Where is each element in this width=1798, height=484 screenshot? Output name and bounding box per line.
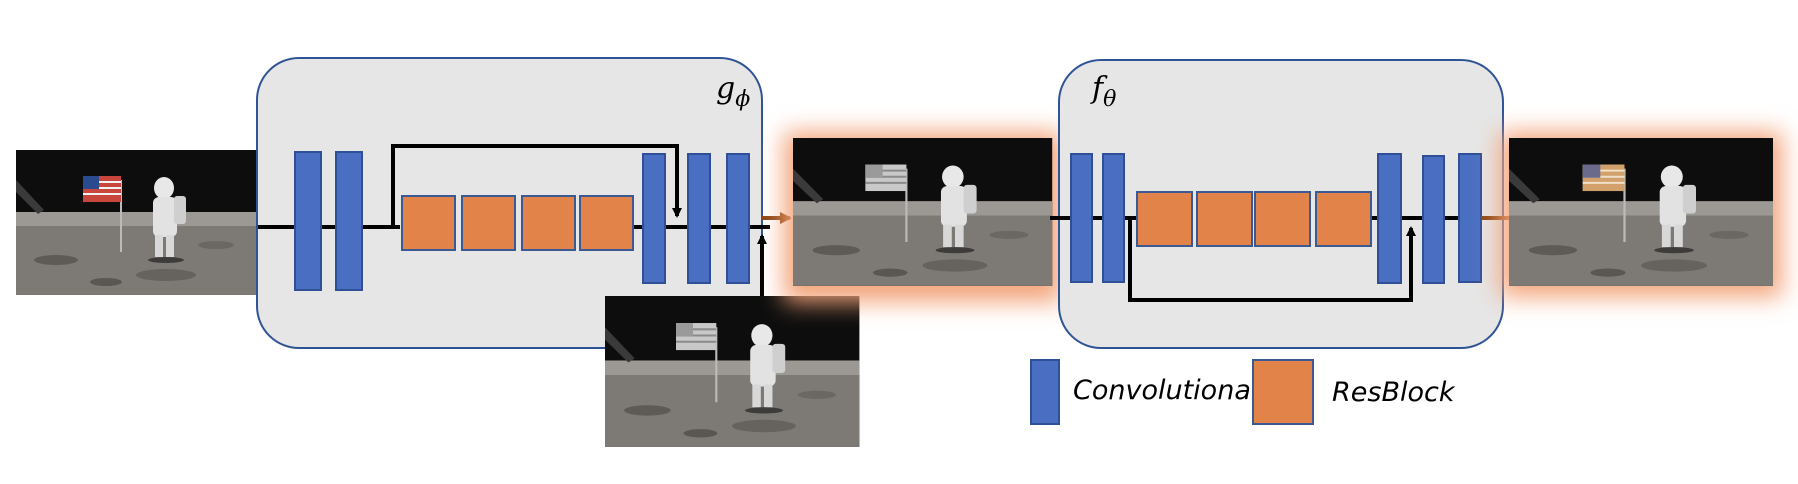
- legend-conv-label: Convolutional: [1073, 375, 1259, 406]
- f-conv-block-1: [1070, 153, 1093, 283]
- network-g-label: gϕ: [716, 71, 750, 112]
- f-resblock-2: [1196, 191, 1253, 247]
- legend: Convolutional ResBlock: [1030, 359, 1456, 425]
- legend-resblock-swatch: [1252, 359, 1314, 425]
- f-conv-block-4: [1422, 155, 1445, 284]
- g-conv-block-1: [294, 151, 322, 291]
- f-conv-block-5: [1458, 153, 1482, 283]
- g-conv-block-2: [335, 151, 363, 291]
- g-resblock-4: [579, 195, 634, 251]
- f-conv-block-2: [1102, 153, 1125, 283]
- encoded-image: [791, 136, 1054, 287]
- legend-conv-swatch: [1030, 359, 1060, 425]
- g-resblock-3: [521, 195, 576, 251]
- g-conv-block-4: [687, 153, 711, 284]
- g-conv-block-3: [642, 153, 666, 284]
- f-skip-connection: [1128, 218, 1416, 302]
- f-conv-block-3: [1377, 153, 1402, 284]
- f-resblock-4: [1315, 191, 1372, 247]
- decoded-image: [1507, 136, 1775, 287]
- legend-resblock-label: ResBlock: [1332, 377, 1456, 408]
- g-resblock-2: [461, 195, 516, 251]
- g-skip-connection: [391, 144, 682, 227]
- g-resblock-1: [401, 195, 456, 251]
- f-resblock-1: [1136, 191, 1193, 247]
- input-image: [15, 149, 257, 296]
- f-resblock-3: [1254, 191, 1311, 247]
- cover-image: [603, 294, 861, 448]
- g-conv-block-5: [726, 153, 750, 284]
